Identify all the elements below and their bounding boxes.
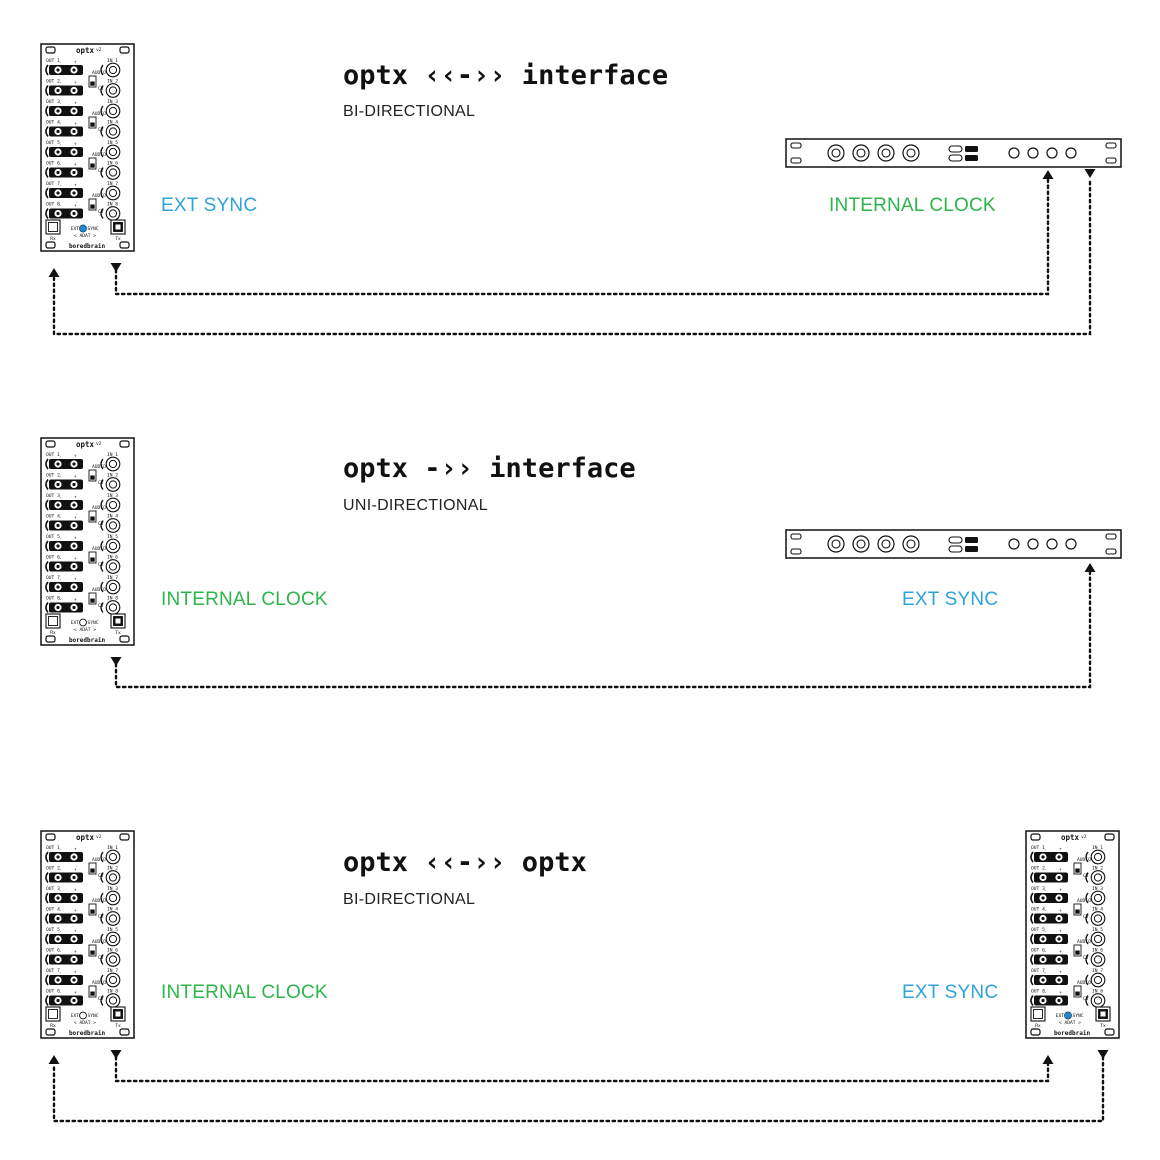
left-clock-label: INTERNAL CLOCK bbox=[161, 589, 328, 610]
section-subtitle: BI-DIRECTIONAL bbox=[343, 103, 475, 120]
left-clock-label: INTERNAL CLOCK bbox=[161, 982, 328, 1003]
section-title: optx ‹‹-›› interface bbox=[343, 60, 668, 91]
tx-arrow bbox=[110, 1050, 122, 1059]
tx-to-rx-cable bbox=[114, 1055, 1050, 1083]
optx-module-left bbox=[40, 437, 135, 646]
rx-arrow bbox=[48, 1055, 60, 1064]
interface-in-arrow bbox=[1042, 170, 1054, 179]
rx-arrow bbox=[1042, 1055, 1054, 1064]
interface-in-arrow bbox=[1084, 563, 1096, 572]
right-clock-label: EXT SYNC bbox=[902, 982, 998, 1003]
tx-to-rx-return-cable bbox=[52, 1055, 1105, 1123]
sync-led-on bbox=[1064, 1012, 1072, 1019]
left-clock-label: EXT SYNC bbox=[161, 195, 257, 216]
section-bidirectional-optx: optx ‹‹-›› optx BI-DIRECTIONAL INTERNAL … bbox=[40, 830, 1120, 1123]
tx-to-interface-cable bbox=[114, 569, 1092, 689]
section-subtitle: BI-DIRECTIONAL bbox=[343, 891, 475, 908]
section-subtitle: UNI-DIRECTIONAL bbox=[343, 497, 488, 514]
tx-arrow bbox=[110, 657, 122, 666]
tx-arrow bbox=[1097, 1050, 1109, 1059]
section-title: optx -›› interface bbox=[343, 453, 636, 484]
section-title: optx ‹‹-›› optx bbox=[343, 847, 587, 878]
optx-module-left bbox=[40, 830, 135, 1039]
right-clock-label: INTERNAL CLOCK bbox=[829, 195, 996, 216]
optx-module-left bbox=[40, 43, 135, 252]
section-unidirectional-interface: optx -›› interface UNI-DIRECTIONAL INTER… bbox=[40, 437, 1122, 689]
right-clock-label: EXT SYNC bbox=[902, 589, 998, 610]
tx-arrow bbox=[110, 263, 122, 272]
section-bidirectional-interface: optx ‹‹-›› interface BI-DIRECTIONAL EXT … bbox=[40, 43, 1122, 336]
rx-arrow bbox=[48, 268, 60, 277]
rack-interface-device bbox=[785, 529, 1122, 559]
tx-to-interface-cable bbox=[114, 177, 1050, 296]
rack-interface-device bbox=[785, 138, 1122, 168]
interface-out-arrow bbox=[1084, 169, 1096, 178]
optx-module-right bbox=[1025, 830, 1120, 1039]
sync-led-on bbox=[79, 225, 87, 232]
